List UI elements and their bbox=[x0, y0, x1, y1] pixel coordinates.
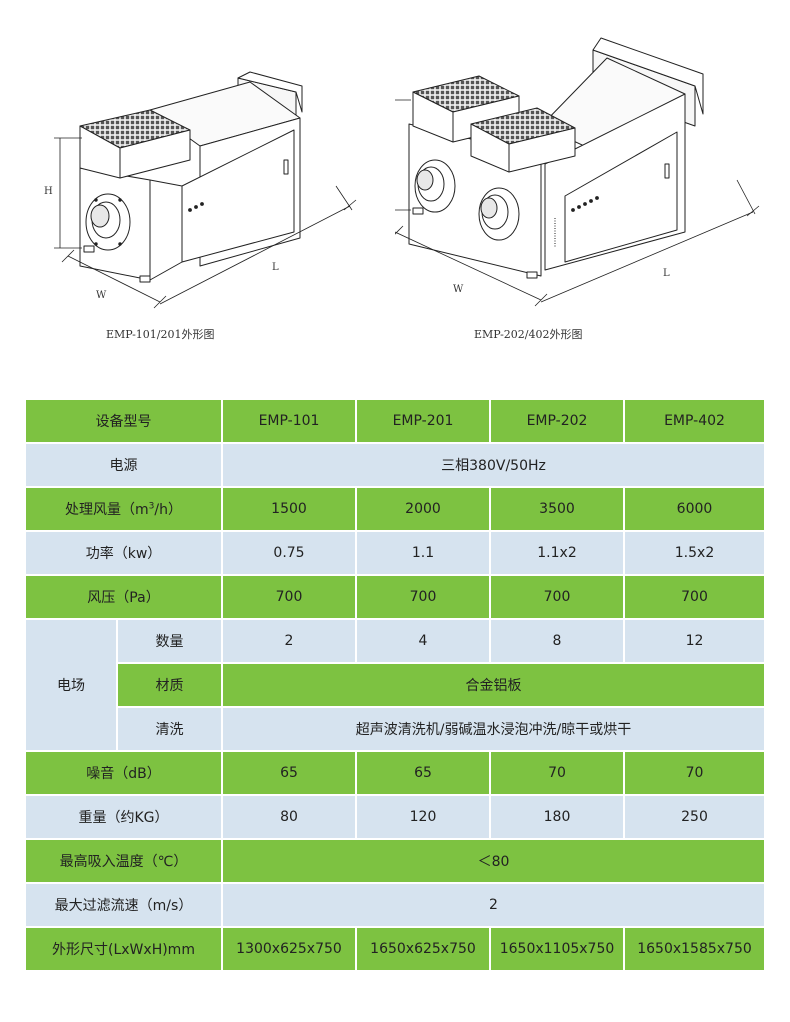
field-label: 电场 bbox=[24, 618, 118, 752]
dim-w-right: W bbox=[453, 284, 464, 295]
row-field-qty: 电场 数量 2 4 8 12 bbox=[24, 618, 766, 752]
noise-label: 噪音（dB） bbox=[24, 750, 223, 796]
model-1: EMP-101 bbox=[221, 398, 357, 444]
emp-101-201-drawing: H W L bbox=[44, 71, 357, 309]
figure-emp-101-201: H W L bbox=[0, 0, 395, 330]
noise-1: 65 bbox=[221, 750, 357, 796]
dimensions-label: 外形尺寸(LxWxH)mm bbox=[24, 926, 223, 972]
field-material-value: 合金铝板 bbox=[221, 662, 766, 708]
field-cleaning-value: 超声波清洗机/弱碱温水浸泡冲洗/晾干或烘干 bbox=[221, 706, 766, 752]
pressure-4: 700 bbox=[623, 574, 766, 620]
pressure-2: 700 bbox=[355, 574, 491, 620]
row-field-material: 材质 合金铝板 bbox=[25, 662, 766, 708]
dimensions-3: 1650x1105x750 bbox=[489, 926, 625, 972]
row-dimensions: 外形尺寸(LxWxH)mm 1300x625x750 1650x625x750 … bbox=[24, 926, 766, 972]
dim-l-right: L bbox=[663, 268, 670, 279]
model-4: EMP-402 bbox=[623, 398, 766, 444]
power-2: 1.1 bbox=[355, 530, 491, 576]
airflow-label-pre: 处理风量（m bbox=[65, 502, 149, 518]
max-speed-label: 最大过滤流速（m/s） bbox=[24, 882, 223, 928]
weight-4: 250 bbox=[623, 794, 766, 840]
field-material-label: 材质 bbox=[116, 662, 223, 708]
power-label: 功率（kw） bbox=[24, 530, 223, 576]
power-supply-label: 电源 bbox=[24, 442, 223, 488]
max-temp-label: 最高吸入温度（℃） bbox=[24, 838, 223, 884]
figure-emp-202-402: H W L bbox=[395, 0, 790, 330]
power-supply-value: 三相380V/50Hz bbox=[221, 442, 766, 488]
airflow-1: 1500 bbox=[221, 486, 357, 532]
max-speed-value: 2 bbox=[221, 882, 766, 928]
row-max-speed: 最大过滤流速（m/s） 2 bbox=[24, 882, 766, 928]
airflow-label: 处理风量（m3/h） bbox=[24, 486, 223, 532]
dimensions-2: 1650x625x750 bbox=[355, 926, 491, 972]
dim-w-left: W bbox=[96, 290, 107, 301]
airflow-4: 6000 bbox=[623, 486, 766, 532]
max-temp-value: ＜80 bbox=[221, 838, 766, 884]
field-qty-label: 数量 bbox=[116, 618, 223, 664]
model-2: EMP-201 bbox=[355, 398, 491, 444]
noise-4: 70 bbox=[623, 750, 766, 796]
emp-202-402-drawing: H W L bbox=[395, 37, 760, 307]
caption-right: EMP-202/402外形图 bbox=[474, 328, 583, 341]
caption-left: EMP-101/201外形图 bbox=[106, 328, 215, 341]
weight-label: 重量（约KG） bbox=[24, 794, 223, 840]
row-model: 设备型号 EMP-101 EMP-201 EMP-202 EMP-402 bbox=[24, 398, 766, 444]
weight-3: 180 bbox=[489, 794, 625, 840]
power-3: 1.1x2 bbox=[489, 530, 625, 576]
power-1: 0.75 bbox=[221, 530, 357, 576]
dimensions-1: 1300x625x750 bbox=[221, 926, 357, 972]
field-cleaning-label: 清洗 bbox=[116, 706, 223, 752]
field-qty-4: 12 bbox=[623, 618, 766, 664]
airflow-label-post: /h） bbox=[154, 502, 182, 518]
spec-table: 设备型号 EMP-101 EMP-201 EMP-202 EMP-402 电源 … bbox=[24, 398, 766, 972]
airflow-label-sup: 3 bbox=[148, 501, 155, 512]
airflow-3: 3500 bbox=[489, 486, 625, 532]
field-qty-1: 2 bbox=[221, 618, 357, 664]
row-pressure: 风压（Pa） 700 700 700 700 bbox=[24, 574, 766, 620]
row-noise: 噪音（dB） 65 65 70 70 bbox=[24, 750, 766, 796]
pressure-3: 700 bbox=[489, 574, 625, 620]
field-qty-3: 8 bbox=[489, 618, 625, 664]
dim-l-left: L bbox=[272, 262, 279, 273]
model-label: 设备型号 bbox=[24, 398, 223, 444]
noise-3: 70 bbox=[489, 750, 625, 796]
power-4: 1.5x2 bbox=[623, 530, 766, 576]
pressure-1: 700 bbox=[221, 574, 357, 620]
row-airflow: 处理风量（m3/h） 1500 2000 3500 6000 bbox=[24, 486, 766, 532]
weight-2: 120 bbox=[355, 794, 491, 840]
row-field-cleaning: 清洗 超声波清洗机/弱碱温水浸泡冲洗/晾干或烘干 bbox=[25, 706, 766, 752]
model-3: EMP-202 bbox=[489, 398, 625, 444]
pressure-label: 风压（Pa） bbox=[24, 574, 223, 620]
field-qty-2: 4 bbox=[355, 618, 491, 664]
row-power: 功率（kw） 0.75 1.1 1.1x2 1.5x2 bbox=[24, 530, 766, 576]
row-max-temp: 最高吸入温度（℃） ＜80 bbox=[24, 838, 766, 884]
noise-2: 65 bbox=[355, 750, 491, 796]
row-weight: 重量（约KG） 80 120 180 250 bbox=[24, 794, 766, 840]
weight-1: 80 bbox=[221, 794, 357, 840]
airflow-2: 2000 bbox=[355, 486, 491, 532]
dimensions-4: 1650x1585x750 bbox=[623, 926, 766, 972]
row-power-supply: 电源 三相380V/50Hz bbox=[24, 442, 766, 488]
dim-h-left: H bbox=[44, 186, 53, 197]
